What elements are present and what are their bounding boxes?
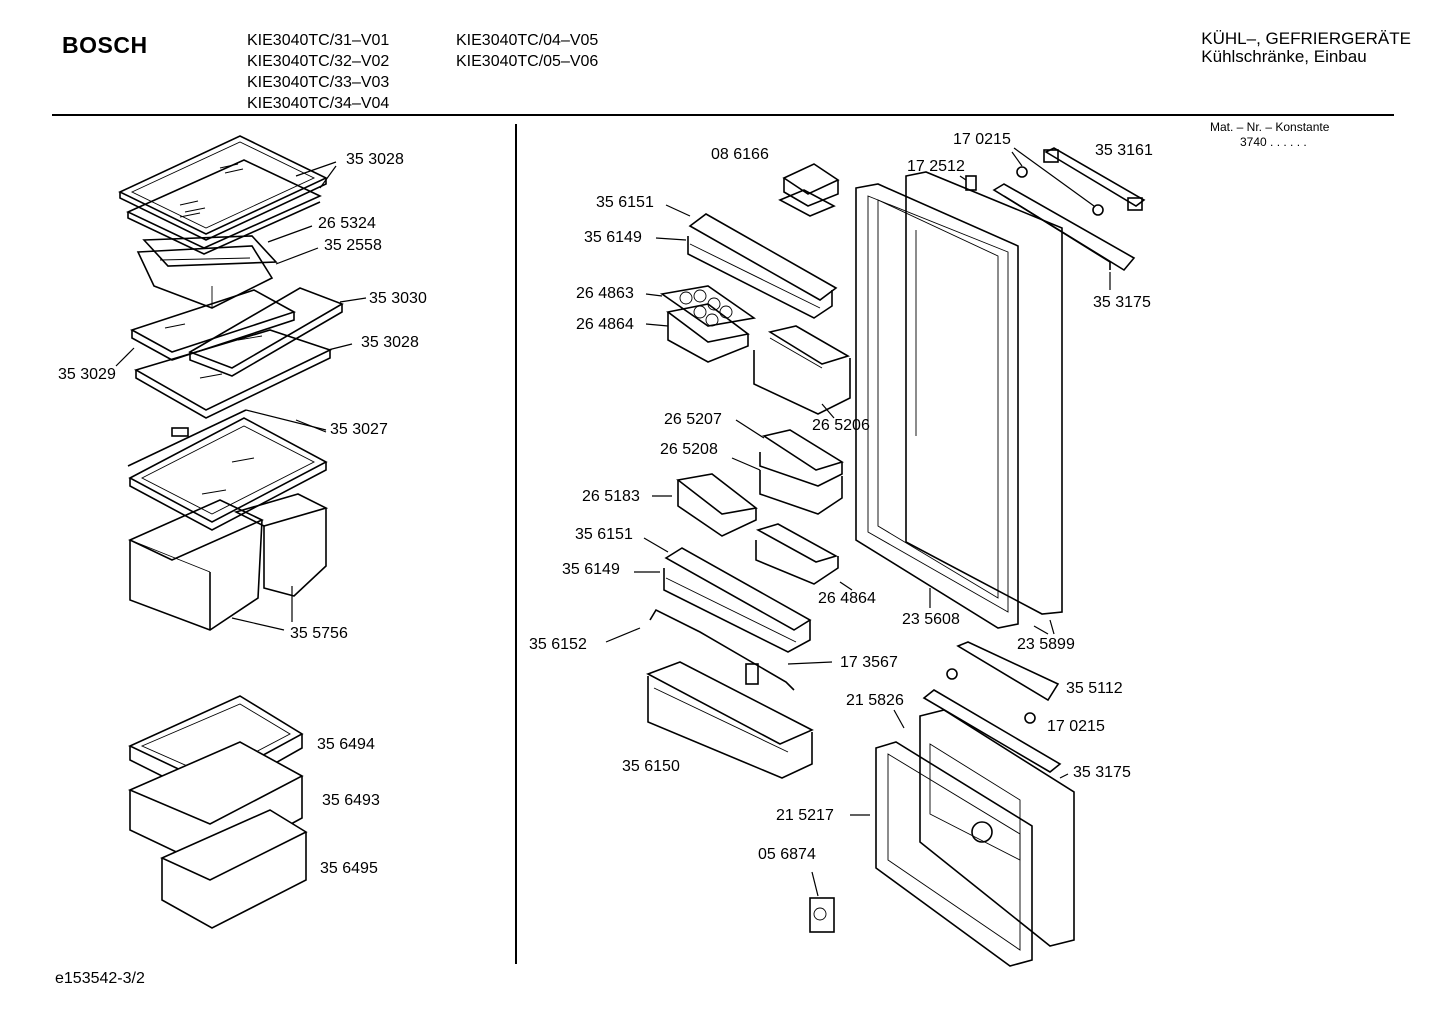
model-number: KIE3040TC/32–V02 bbox=[247, 53, 390, 70]
part-label: 17 0215 bbox=[953, 131, 1011, 148]
freezer-door-drawing bbox=[875, 709, 1075, 967]
part-label: 08 6166 bbox=[711, 146, 769, 163]
part-label: 35 6149 bbox=[562, 561, 620, 578]
center-leader-lines bbox=[605, 204, 853, 665]
part-label: 35 2558 bbox=[324, 237, 382, 254]
document-id: e153542-3/2 bbox=[55, 970, 145, 987]
model-list-col2: KIE3040TC/04–V05 KIE3040TC/05–V06 bbox=[456, 30, 598, 72]
part-label: 26 4864 bbox=[818, 590, 876, 607]
shelf-lower-drawing bbox=[133, 329, 333, 419]
mat-nr-label: Mat. – Nr. – Konstante bbox=[1210, 120, 1330, 134]
left-leader-lines bbox=[115, 161, 367, 631]
part-label: 26 4863 bbox=[576, 285, 634, 302]
model-number: KIE3040TC/33–V03 bbox=[247, 74, 390, 91]
category-line2: Kühlschränke, Einbau bbox=[1201, 47, 1367, 66]
door-bins-middle-drawing bbox=[676, 325, 851, 585]
part-label: 26 5324 bbox=[318, 215, 376, 232]
bottle-tray-drawing bbox=[136, 235, 278, 309]
category-heading: KÜHL–, GEFRIERGERÄTE Kühlschränke, Einba… bbox=[1201, 30, 1411, 66]
part-label: 35 6495 bbox=[320, 860, 378, 877]
right-leader-lines bbox=[811, 147, 1111, 897]
part-label: 35 6493 bbox=[322, 792, 380, 809]
part-label: 35 5756 bbox=[290, 625, 348, 642]
part-label: 05 6874 bbox=[758, 846, 816, 863]
hinge-top-drawing bbox=[965, 147, 1146, 272]
model-number: KIE3040TC/34–V04 bbox=[247, 95, 390, 112]
part-label: 26 5183 bbox=[582, 488, 640, 505]
header-divider bbox=[52, 114, 1394, 116]
door-shelf-upper-drawing bbox=[687, 213, 838, 319]
brand-logo: BOSCH bbox=[62, 32, 148, 58]
category-line1: KÜHL–, GEFRIERGERÄTE bbox=[1201, 29, 1411, 48]
part-label: 35 6150 bbox=[622, 758, 680, 775]
part-label: 35 3028 bbox=[346, 151, 404, 168]
model-number: KIE3040TC/05–V06 bbox=[456, 53, 599, 70]
part-label: 35 6151 bbox=[575, 526, 633, 543]
part-label: 26 5208 bbox=[660, 441, 718, 458]
part-label: 26 5206 bbox=[812, 417, 870, 434]
mat-nr-value: 3740 . . . . . . bbox=[1240, 135, 1307, 149]
part-label: 35 6152 bbox=[529, 636, 587, 653]
part-label: 35 3030 bbox=[369, 290, 427, 307]
glass-shelf-second-drawing bbox=[126, 159, 322, 255]
part-label: 35 3027 bbox=[330, 421, 388, 438]
crisper-drawers-drawing bbox=[128, 493, 329, 631]
part-label: 35 3175 bbox=[1073, 764, 1131, 781]
part-label: 35 6151 bbox=[596, 194, 654, 211]
part-label: 35 3175 bbox=[1093, 294, 1151, 311]
part-label: 17 3567 bbox=[840, 654, 898, 671]
part-label: 35 6494 bbox=[317, 736, 375, 753]
model-list-col1: KIE3040TC/31–V01 KIE3040TC/32–V02 KIE304… bbox=[247, 30, 389, 114]
door-shelf-lower-drawing bbox=[663, 547, 812, 653]
part-label: 35 3161 bbox=[1095, 142, 1153, 159]
part-label: 35 3028 bbox=[361, 334, 419, 351]
part-label: 17 0215 bbox=[1047, 718, 1105, 735]
freezer-drawers-drawing bbox=[127, 695, 308, 929]
bottle-rail-drawing bbox=[649, 608, 795, 691]
fridge-door-frames-drawing bbox=[855, 171, 1063, 629]
model-number: KIE3040TC/04–V05 bbox=[456, 32, 599, 49]
glass-shelf-top-drawing bbox=[118, 135, 328, 241]
model-number: KIE3040TC/31–V01 bbox=[247, 32, 390, 49]
part-label: 21 5217 bbox=[776, 807, 834, 824]
part-label: 26 4864 bbox=[576, 316, 634, 333]
butter-box-drawing bbox=[778, 163, 840, 217]
part-label: 23 5608 bbox=[902, 611, 960, 628]
part-label: 21 5826 bbox=[846, 692, 904, 709]
hinge-bottom-drawing bbox=[809, 641, 1062, 933]
part-label: 26 5207 bbox=[664, 411, 722, 428]
part-label: 23 5899 bbox=[1017, 636, 1075, 653]
column-divider bbox=[515, 124, 517, 964]
split-shelf-drawing bbox=[130, 287, 344, 377]
part-label: 35 5112 bbox=[1066, 680, 1123, 697]
part-label: 35 3029 bbox=[58, 366, 116, 383]
crisper-cover-drawing bbox=[127, 409, 328, 531]
part-label: 35 6149 bbox=[584, 229, 642, 246]
door-bin-large-drawing bbox=[646, 661, 814, 779]
egg-tray-drawing bbox=[659, 285, 757, 363]
part-label: 17 2512 bbox=[907, 158, 965, 175]
